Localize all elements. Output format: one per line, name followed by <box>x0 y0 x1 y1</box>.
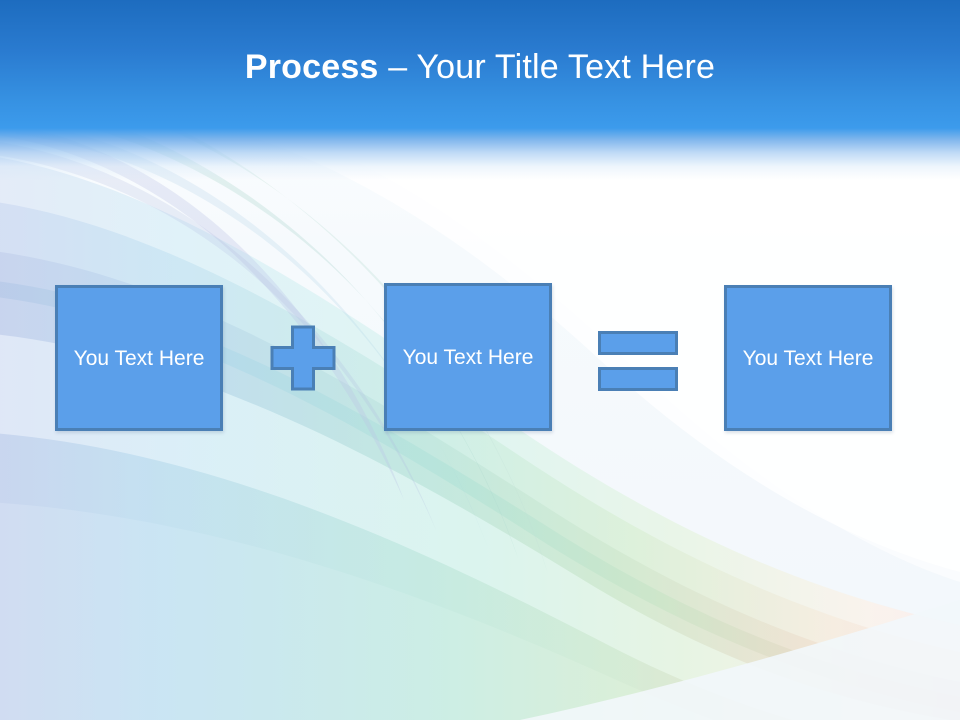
process-box-3[interactable]: You Text Here <box>724 285 892 431</box>
title-banner-fade <box>0 128 960 180</box>
process-box-2[interactable]: You Text Here <box>384 283 552 431</box>
page-title-rest: – Your Title Text Here <box>388 48 716 86</box>
equals-bar-bottom <box>598 367 678 391</box>
title-banner <box>0 0 960 128</box>
equals-bar-top <box>598 331 678 355</box>
page-title: Process – Your Title Text Here <box>0 46 960 88</box>
process-box-1[interactable]: You Text Here <box>55 285 223 431</box>
process-diagram: You Text Here You Text Here You Text Her… <box>0 283 960 433</box>
process-box-1-label: You Text Here <box>73 346 205 370</box>
page-title-strong: Process <box>244 48 389 86</box>
plus-icon <box>269 324 337 392</box>
process-box-2-label: You Text Here <box>402 345 534 369</box>
equals-icon <box>598 331 678 391</box>
process-box-3-label: You Text Here <box>742 346 874 370</box>
